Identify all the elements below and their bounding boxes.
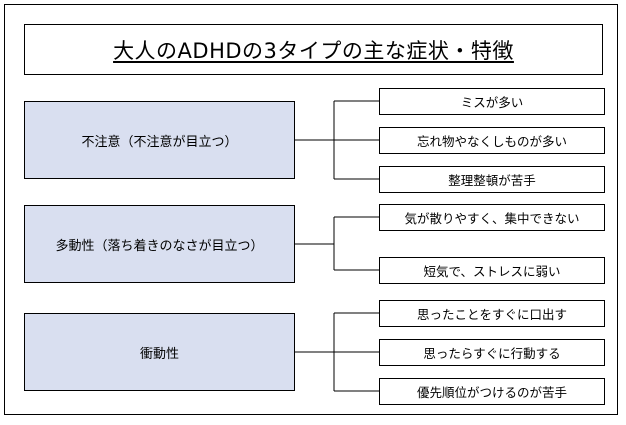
symptom-label: 思ったことをすぐに口出す <box>416 307 567 322</box>
diagram-frame <box>4 4 618 415</box>
category-inattention: 不注意（不注意が目立つ） <box>24 101 295 179</box>
symptom-label: 優先順位がつけるのが苦手 <box>416 385 567 400</box>
category-label: 多動性（落ち着きのなさが目立つ） <box>55 238 264 254</box>
symptom-box: 気が散りやすく、集中できない <box>379 204 605 231</box>
symptom-box: 思ったことをすぐに口出す <box>379 300 605 327</box>
symptom-box: 短気で、ストレスに弱い <box>379 257 605 284</box>
symptom-box: 優先順位がつけるのが苦手 <box>379 378 605 405</box>
category-label: 衝動性 <box>139 346 179 362</box>
symptom-label: 短気で、ストレスに弱い <box>423 264 561 279</box>
title-box: 大人のADHDの3タイプの主な症状・特徴 <box>24 24 603 75</box>
symptom-label: 忘れ物やなくしものが多い <box>416 134 567 149</box>
symptom-box: 忘れ物やなくしものが多い <box>379 127 605 154</box>
category-impulsivity: 衝動性 <box>24 313 295 391</box>
category-label: 不注意（不注意が目立つ） <box>81 134 238 150</box>
symptom-label: ミスが多い <box>460 95 524 110</box>
symptom-label: 整理整頓が苦手 <box>448 173 536 188</box>
category-hyperactivity: 多動性（落ち着きのなさが目立つ） <box>24 205 295 283</box>
symptom-box: 整理整頓が苦手 <box>379 166 605 193</box>
symptom-box: ミスが多い <box>379 88 605 115</box>
symptom-label: 気が散りやすく、集中できない <box>404 211 580 226</box>
symptom-box: 思ったらすぐに行動する <box>379 339 605 366</box>
symptom-label: 思ったらすぐに行動する <box>423 346 561 361</box>
diagram-title: 大人のADHDの3タイプの主な症状・特徴 <box>113 38 514 63</box>
